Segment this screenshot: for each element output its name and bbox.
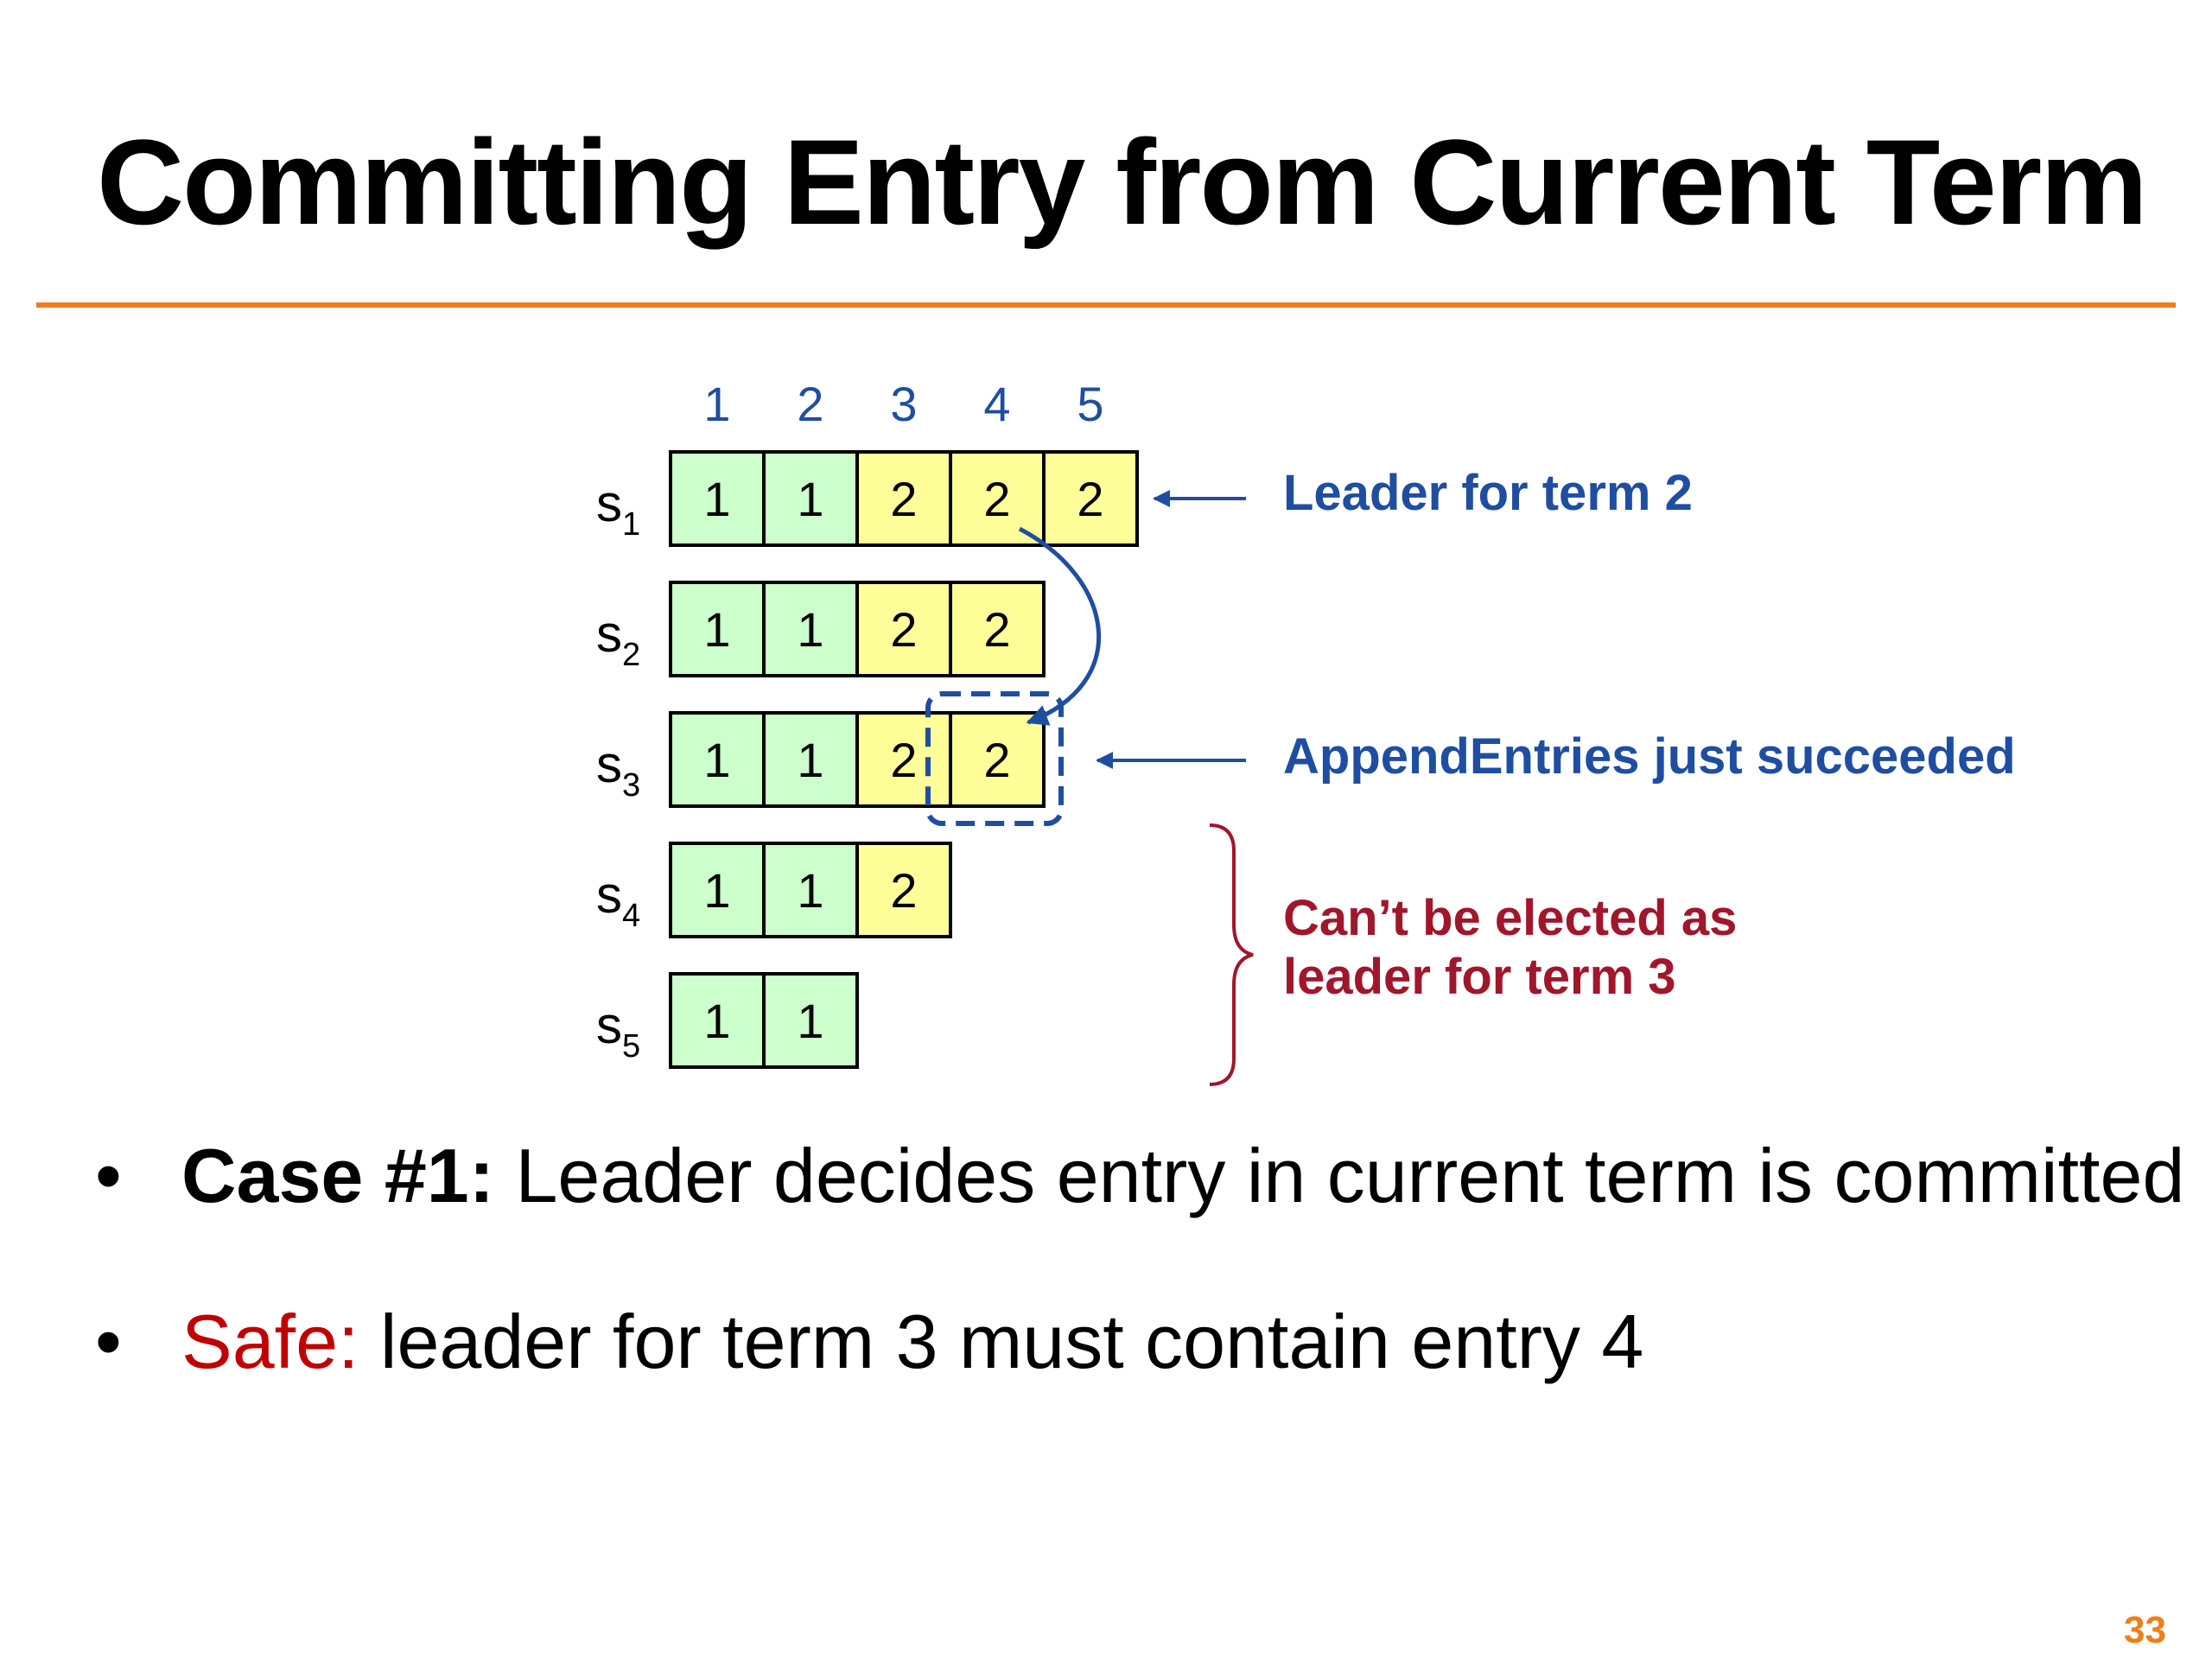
curly-brace (1209, 823, 1254, 1086)
log-entry-cell (669, 972, 766, 1069)
server-label: s4 (596, 866, 640, 934)
log-entry-cell (762, 972, 859, 1069)
log-entry-term: 2 (890, 733, 917, 787)
log-entry-term: 1 (703, 602, 730, 657)
log-index-label: 2 (797, 377, 823, 431)
bullet-text: Case #1: Leader decides entry in current… (181, 1132, 2184, 1220)
log-entry-cell (855, 450, 952, 547)
log-index-label: 5 (1077, 377, 1103, 431)
log-entry-cell (762, 842, 859, 938)
log-entry-term: 2 (983, 472, 1010, 526)
log-entry-term: 2 (1077, 472, 1103, 526)
server-row: s4 1 1 2 (596, 842, 952, 938)
annotation-append: AppendEntries just succeeded (1283, 728, 2016, 785)
log-entry-term: 2 (890, 602, 917, 657)
log-entry-cell (855, 711, 952, 808)
log-entry-term: 1 (797, 602, 823, 657)
server-label: s3 (596, 735, 640, 804)
log-entry-term: 2 (890, 863, 917, 918)
log-entry-term: 1 (797, 472, 823, 526)
log-entry-cell (669, 581, 766, 677)
committed-entry-highlight (925, 691, 1064, 826)
annotation-cant-elected-line2: leader for term 3 (1283, 949, 1676, 1005)
server-row: s3 1 1 2 2 (596, 711, 1046, 808)
log-entry-term: 1 (797, 994, 823, 1048)
bullet-body: leader for term 3 must contain entry 4 (359, 1299, 1644, 1384)
server-label: s2 (596, 605, 640, 673)
server-row: s5 1 1 (596, 972, 859, 1069)
bullet-dot: • (95, 1299, 122, 1384)
annotation-leader: Leader for term 2 (1283, 465, 1693, 521)
log-index-labels: 1 2 3 4 5 (703, 377, 1103, 431)
replication-arrow (1018, 526, 1102, 726)
log-index-label: 4 (983, 377, 1010, 431)
server-label: s1 (596, 474, 640, 543)
log-entry-cell (762, 711, 859, 808)
bullet-dot: • (95, 1133, 122, 1218)
annotation-cant-elected-line1: Can’t be elected as (1283, 890, 1737, 946)
log-entry-cell (1042, 450, 1139, 547)
log-entry-term: 1 (797, 863, 823, 918)
log-entry-term: 1 (703, 863, 730, 918)
log-entry-term: 2 (983, 602, 1010, 657)
log-entry-term: 1 (703, 994, 730, 1048)
log-entry-cell (762, 581, 859, 677)
bullet-red-label: Safe: (181, 1299, 359, 1384)
server-row: s2 1 1 2 2 (596, 581, 1046, 677)
log-entry-cell (855, 842, 952, 938)
log-index-label: 1 (703, 377, 730, 431)
log-entry-term: 1 (797, 733, 823, 787)
log-entry-cell (949, 711, 1046, 808)
log-entry-cell (669, 450, 766, 547)
log-entry-term: 1 (703, 733, 730, 787)
bullet-text: Safe: leader for term 3 must contain ent… (181, 1298, 1643, 1386)
log-entry-cell (949, 581, 1046, 677)
log-entry-term: 2 (983, 733, 1010, 787)
server-label: s5 (596, 996, 640, 1065)
log-entry-term: 2 (890, 472, 917, 526)
log-entry-cell (855, 581, 952, 677)
log-entry-term: 1 (703, 472, 730, 526)
log-entry-cell (949, 450, 1046, 547)
bullet-strong-label: Case #1: (181, 1133, 495, 1218)
log-index-label: 3 (890, 377, 917, 431)
server-logs: s1 1 1 2 2 2 s2 1 1 2 2 s3 1 1 2 2 s4 1 1 2 s5 1 1 (596, 450, 1139, 1069)
server-row: s1 1 1 2 2 2 (596, 450, 1139, 547)
slide-title: Committing Entry from Current Term (97, 114, 2148, 250)
bullet-body: Leader decides entry in current term is … (494, 1133, 2185, 1218)
page-number: 33 (2124, 1609, 2166, 1651)
title-underline (36, 302, 2176, 308)
